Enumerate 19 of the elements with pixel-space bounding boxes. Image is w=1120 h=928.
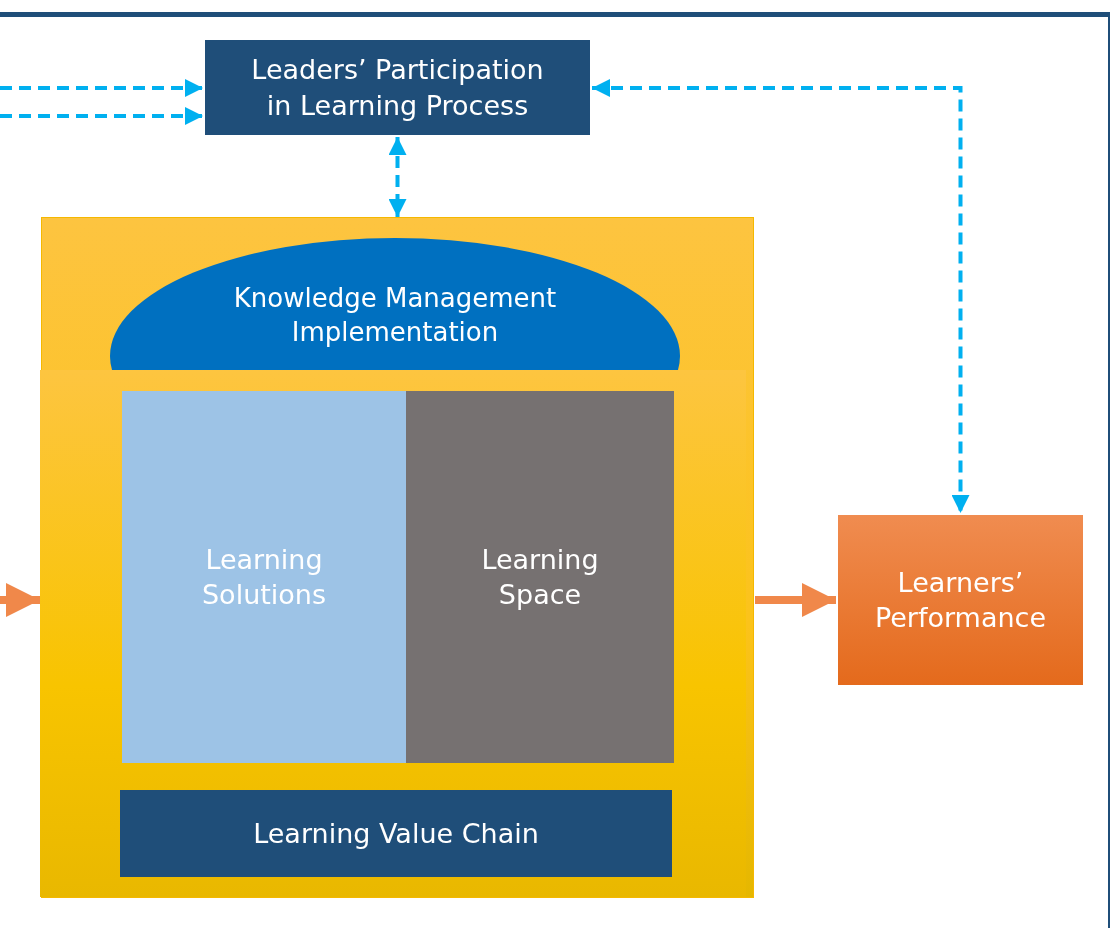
process-box <box>838 515 1083 685</box>
node-text: Learning Value Chain <box>253 816 539 851</box>
process-box <box>406 391 674 763</box>
process-box <box>205 40 590 135</box>
node-text: Learners’ Performance <box>873 565 1048 635</box>
arrow <box>592 79 970 513</box>
container-box <box>42 218 753 897</box>
process-box <box>122 391 406 763</box>
process-box <box>120 790 672 877</box>
dome-shape <box>110 238 680 370</box>
arrow <box>0 107 203 125</box>
node-text: Learning Solutions <box>200 542 328 612</box>
node-text: Learning Space <box>480 542 600 612</box>
node-text: Leaders’ Participation in Learning Process <box>250 53 545 123</box>
arrow <box>0 583 40 617</box>
arrow <box>0 79 203 97</box>
arrow <box>755 583 836 617</box>
node-text: Knowledge Management Implementation <box>232 282 558 349</box>
arrow <box>388 137 407 217</box>
